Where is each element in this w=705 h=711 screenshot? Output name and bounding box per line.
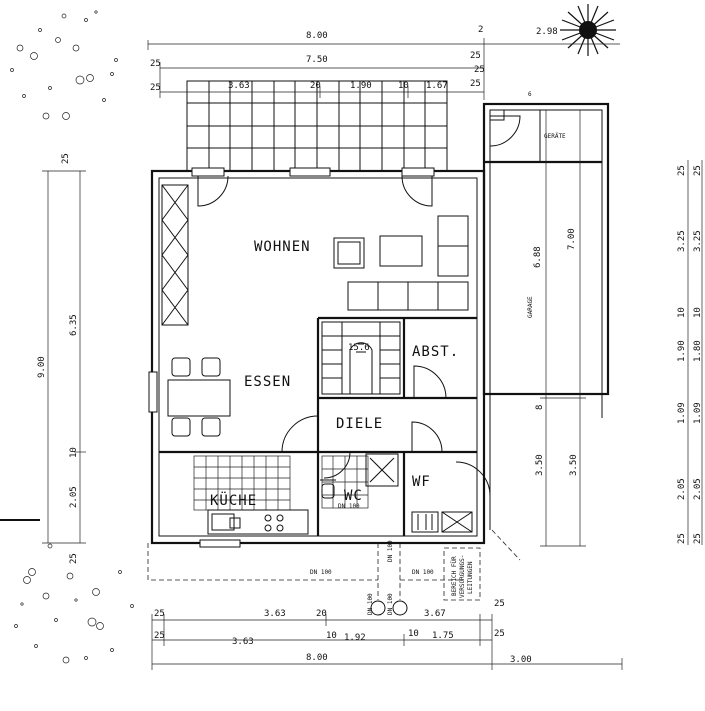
dim-right-205-b: 2.05 (693, 478, 703, 500)
dim-top-total: 8.00 (306, 31, 328, 41)
tall-cabinets (161, 184, 189, 326)
dim-right-25-b: 25 (693, 165, 703, 176)
service-area-note-1: BEREICH FÜR (451, 556, 458, 596)
tree-top-right (560, 4, 616, 56)
dim-bottom-r1-363: 3.63 (264, 609, 286, 619)
dim-bottom-garage: 3.00 (510, 655, 532, 665)
dim-left-lower: 2.05 (69, 486, 79, 508)
kitchen-tiles (193, 455, 291, 511)
dim-garage-700: 7.00 (567, 228, 577, 250)
room-label-geraete: GERÄTE (544, 133, 566, 140)
dim-right-205-a: 2.05 (677, 478, 687, 500)
stair-steps-label: 15.6 (348, 343, 370, 353)
dim-top-inner: 7.50 (306, 55, 328, 65)
utility-fixtures (411, 511, 473, 533)
dim-left-10: 10 (69, 447, 79, 458)
dim-bottom-r2-25b: 25 (494, 629, 505, 639)
dim-top-20: 20 (310, 81, 321, 91)
room-label-kueche: KÜCHE (210, 491, 257, 509)
wc-fixtures (320, 453, 399, 499)
room-label-diele: DIELE (336, 416, 383, 432)
dim-bottom-r2-10b: 10 (408, 629, 419, 639)
dim-top-gap: 2 (478, 25, 483, 35)
dim-top-167: 1.67 (426, 81, 448, 91)
dim-garage-8: 8 (535, 405, 545, 410)
room-label-wf: WF (412, 474, 431, 490)
dim-top-25-c: 25 (150, 83, 161, 93)
dim-top-25-e: 25 (474, 65, 485, 75)
dining-table (167, 357, 231, 437)
dim-bottom-r1-25b: 25 (494, 599, 505, 609)
pipe-label-wc: DN 100 (338, 503, 360, 510)
service-area-note-3: LEITUNGEN (467, 561, 474, 594)
dim-bottom-r2-175: 1.75 (432, 631, 454, 641)
dim-right-25-d: 25 (693, 533, 703, 544)
dim-bottom-r2-192: 1.92 (344, 633, 366, 643)
terrace-tiles (186, 80, 448, 172)
dim-top-190: 1.90 (350, 81, 372, 91)
dim-right-325-b: 3.25 (693, 230, 703, 252)
dim-garage-350-a: 3.50 (535, 454, 545, 476)
dim-bottom-r1-20: 20 (316, 609, 327, 619)
dim-bottom-r2-25: 25 (154, 631, 165, 641)
wc-tiles (321, 455, 369, 509)
dim-right-10-a: 10 (677, 307, 687, 318)
dim-right-25-c: 25 (677, 533, 687, 544)
inspection-chambers (370, 600, 408, 616)
kitchen-counter (207, 509, 309, 535)
windows (148, 167, 435, 548)
room-label-abst: ABST. (412, 344, 459, 360)
dim-bottom-r2-10a: 10 (326, 631, 337, 641)
room-label-garage: GARAGE (527, 296, 534, 318)
dim-left-upper: 6.35 (69, 314, 79, 336)
dim-left-total: 9.00 (37, 356, 47, 378)
dim-top-25-b: 25 (470, 51, 481, 61)
pipe-label-c: DN 100 (387, 540, 394, 562)
dim-top-garage: 2.98 (536, 27, 558, 37)
left-dimension-lines (42, 170, 86, 544)
dim-right-10-b: 10 (693, 307, 703, 318)
dim-top-363: 3.63 (228, 81, 250, 91)
dim-top-25-d: 25 (470, 79, 481, 89)
dim-garage-350-b: 3.50 (569, 454, 579, 476)
tree-bottom-left (14, 543, 134, 664)
dim-right-25-a: 25 (677, 165, 687, 176)
pipe-label-b: DN 100 (412, 569, 434, 576)
dim-top-6: 6 (528, 91, 532, 98)
bottom-dimension-lines (151, 614, 623, 670)
tree-top-left (10, 10, 118, 120)
dim-bottom-r1-25: 25 (154, 609, 165, 619)
dim-top-25-a: 25 (150, 59, 161, 69)
service-area-note-2: VERSORGUNGS- (459, 555, 466, 598)
dim-left-25-a: 25 (61, 153, 71, 164)
dim-right-325-a: 3.25 (677, 230, 687, 252)
dim-garage-688: 6.88 (533, 246, 543, 268)
dim-bottom-r2-363: 3.63 (232, 637, 254, 647)
top-dimension-lines (147, 38, 620, 100)
dim-bottom-total: 8.00 (306, 653, 328, 663)
staircase (321, 321, 401, 395)
room-label-wohnen: WOHNEN (254, 239, 311, 255)
room-label-wc: WC (344, 488, 363, 504)
room-label-essen: ESSEN (244, 374, 291, 390)
sofa-group (333, 215, 469, 311)
dim-right-109-a: 1.09 (677, 402, 687, 424)
dim-bottom-r1-367: 3.67 (424, 609, 446, 619)
dim-right-109-b: 1.09 (693, 402, 703, 424)
pipe-label-d: DN 100 (387, 593, 394, 615)
dim-top-10: 10 (398, 81, 409, 91)
dim-right-190: 1.90 (677, 340, 687, 362)
right-dimension-lines (687, 160, 703, 545)
pipe-label-a: DN 100 (310, 569, 332, 576)
dim-left-25-b: 25 (69, 553, 79, 564)
dim-right-180: 1.80 (693, 340, 703, 362)
drain-lines (147, 529, 521, 601)
pipe-label-e: DN 100 (367, 593, 374, 615)
garage-dimension-lines (540, 110, 586, 547)
